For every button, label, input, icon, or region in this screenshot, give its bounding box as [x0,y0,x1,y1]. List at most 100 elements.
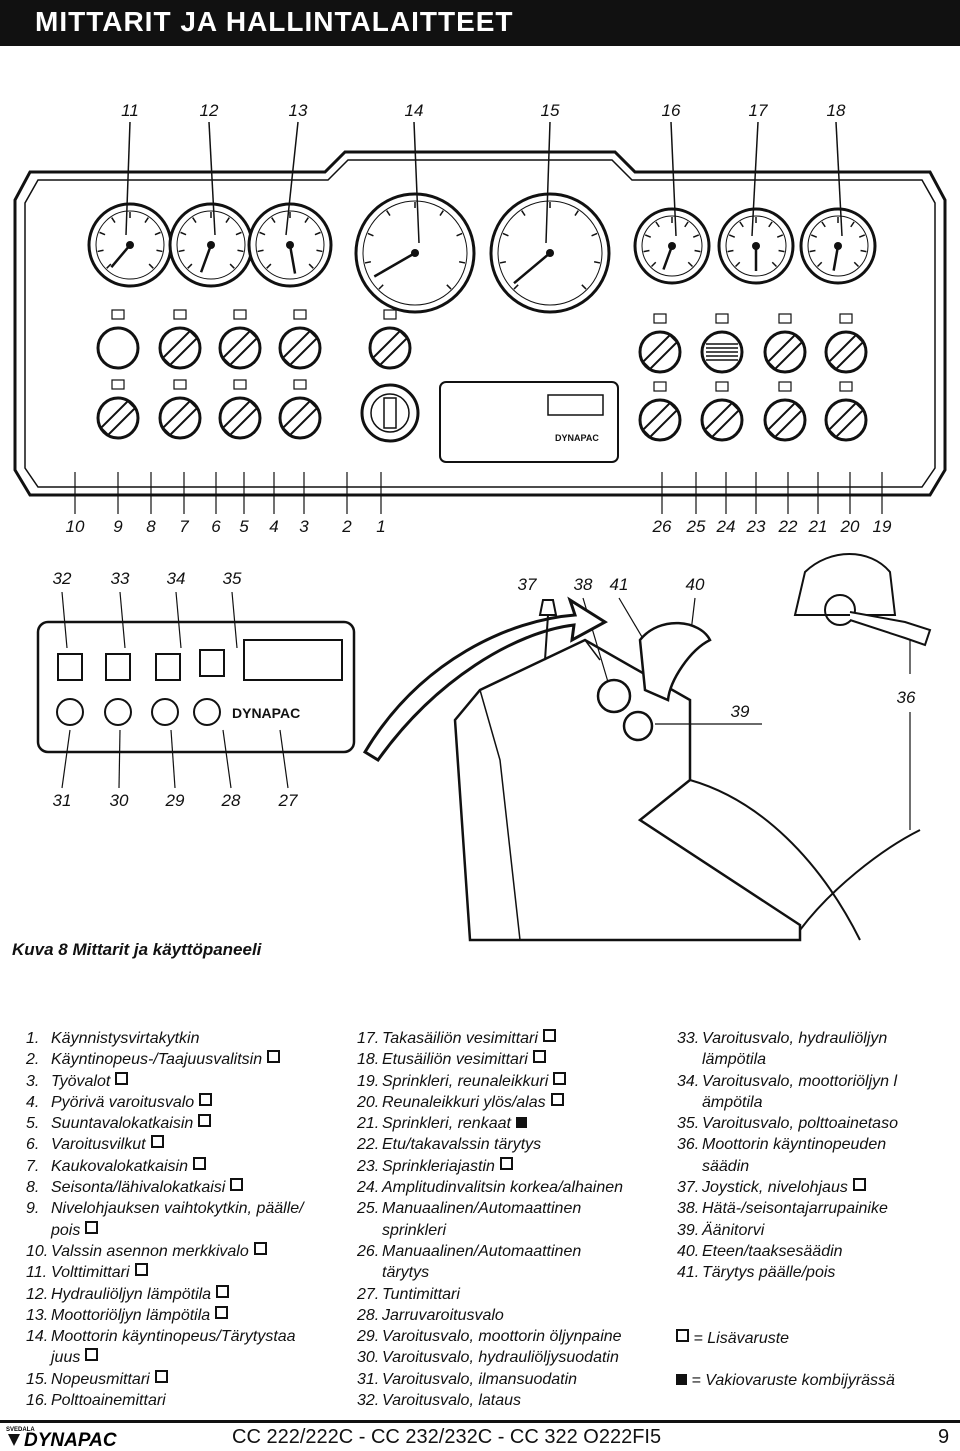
item-label: Manuaalinen/Automaattinen [382,1242,582,1260]
switch-symbol-icon [173,309,187,320]
leader-line [208,121,216,236]
switch-symbol-icon [173,379,187,390]
item-number: 14. [26,1328,49,1346]
callout-number: 28 [221,791,241,810]
switch-symbol-icon [111,379,125,390]
list-item: 12.Hydrauliöljyn lämpötila [26,1284,344,1305]
warning-lamp-icon [199,649,225,677]
callout-number: 18 [827,101,846,120]
switch-symbol-icon [653,381,667,392]
callout-number: 19 [873,517,892,536]
item-label: Tuntimittari [382,1285,460,1303]
item-number: 16. [26,1392,49,1410]
callout-number: 2 [341,517,352,536]
optional-equipment-icon [85,1220,99,1234]
svg-text:DYNAPAC: DYNAPAC [24,1430,117,1448]
item-number: 3. [26,1072,40,1090]
callout-number: 27 [278,791,298,810]
callout-number: 17 [749,101,768,120]
optional-equipment-icon [553,1071,567,1085]
standard-equipment-icon [515,1117,527,1129]
item-number: 6. [26,1136,40,1154]
item-label: Takasäiliön vesimittari [382,1030,538,1047]
callout-number: 10 [66,517,85,536]
callout-number: 26 [652,517,672,536]
item-number: 12. [26,1285,49,1303]
page-header: MITTARIT JA HALLINTALAITTEET [0,0,960,46]
item-label-continued: ämpötila [677,1092,952,1113]
item-label: Tärytys päälle/pois [702,1264,836,1282]
optional-equipment-icon [216,1284,230,1298]
callout-number: 32 [53,569,72,588]
warning-lamp-icon [104,698,132,726]
footer-model-title: CC 222/222C - CC 232/232C - CC 322 O222F… [232,1426,662,1448]
item-label-continued-text: tärytys [382,1264,430,1282]
list-item: 16.Polttoainemittari [26,1390,344,1411]
gauge-needle [662,245,674,270]
leader-line [751,121,759,237]
item-number: 31. [357,1370,380,1388]
optional-equipment-icon [198,1114,212,1128]
item-number: 26. [357,1242,380,1260]
leader-line [413,121,420,244]
item-label: Manuaalinen/Automaattinen [382,1200,582,1218]
item-number: 18. [357,1051,380,1069]
callout-number: 1 [376,517,385,536]
item-number: 19. [357,1072,380,1090]
list-item: 31.Varoitusvalo, ilmansuodatin [357,1369,672,1390]
list-item: 23.Sprinkleriajastin [357,1156,672,1177]
callout-number: 41 [610,575,629,594]
list-item: 41.Tärytys päälle/pois [677,1262,952,1283]
item-label: Polttoainemittari [51,1392,166,1410]
item-label: Jarruvaroitusvalo [382,1306,504,1324]
gauge-needle [832,245,840,271]
item-label: Nopeusmittari [51,1370,150,1388]
callout-number: 34 [167,569,186,588]
list-item: 1.Käynnistysvirtakytkin [26,1028,344,1049]
warning-lamp-icon [57,653,83,681]
item-label: Moottoriöljyn lämpötila [51,1306,211,1324]
item-number: 29. [357,1328,380,1346]
center-warning-panel [439,381,619,463]
item-number: 27. [357,1285,380,1303]
list-item: 2.Käyntinopeus-/Taajuusvalitsin [26,1049,344,1070]
switch-symbol-icon [839,381,853,392]
callout-number: 13 [289,101,308,120]
list-item: 21.Sprinkleri, renkaat [357,1113,672,1134]
item-number: 15. [26,1370,49,1388]
item-label: Etusäiliön vesimittari [382,1051,528,1069]
item-number: 33. [677,1030,700,1047]
callout-number: 15 [541,101,560,120]
warning-lamp-icon [193,698,221,726]
item-label: Joystick, nivelohjaus [702,1179,848,1197]
figure-caption: Kuva 8 Mittarit ja käyttöpaneeli [12,940,262,959]
open-square-icon [676,1329,689,1342]
list-item: 20.Reunaleikkuri ylös/alas [357,1092,672,1113]
optional-equipment-icon [215,1305,229,1319]
optional-equipment-icon [150,1135,164,1149]
item-number: 36. [677,1136,700,1154]
switch-symbol-icon [715,313,729,324]
item-label: Varoitusvalo, hydrauliöljyn [702,1030,888,1047]
list-item: 3.Työvalot [26,1071,344,1092]
item-label: Seisonta/lähivalokatkaisi [51,1179,226,1197]
item-label: Amplitudinvalitsin korkea/alhainen [382,1179,624,1197]
item-label: Volttimittari [51,1264,130,1282]
hour-meter-display [243,639,343,681]
item-number: 28. [357,1306,380,1324]
callout-number: 35 [223,569,242,588]
legend-standard-label: = Vakiovaruste kombijyrässä [691,1372,895,1389]
callout-number: 20 [840,517,860,536]
callout-number: 6 [211,517,221,536]
leader-line [285,121,299,236]
callout-number: 14 [405,101,424,120]
switch-symbol-icon [715,381,729,392]
callout-number: 39 [731,702,750,721]
joystick [538,599,558,661]
optional-equipment-icon [134,1263,148,1277]
